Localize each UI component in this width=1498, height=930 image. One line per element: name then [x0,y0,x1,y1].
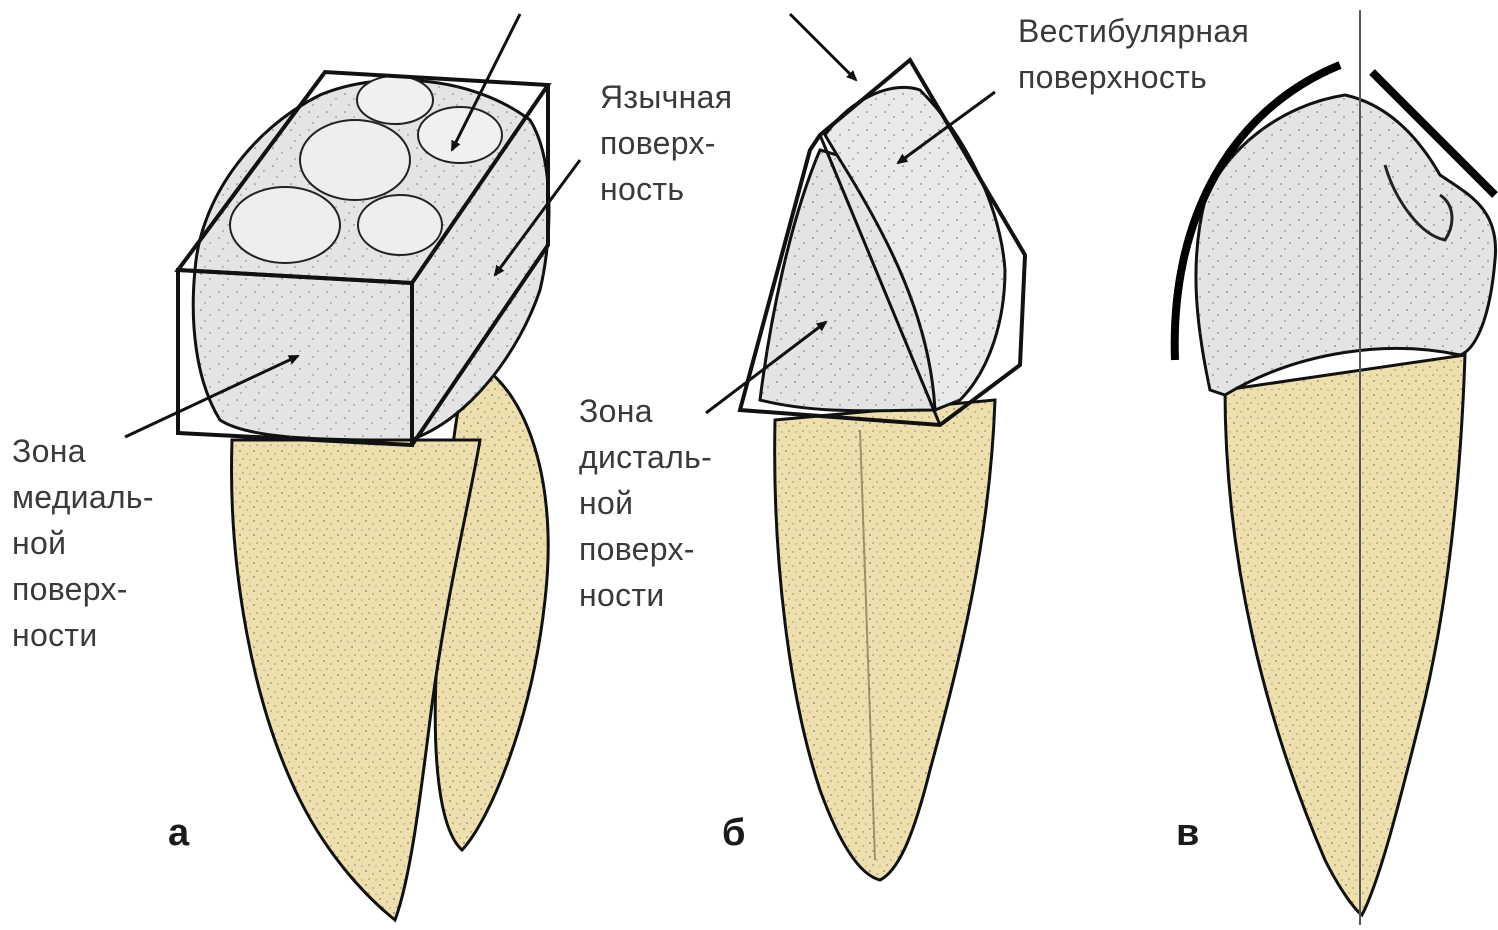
label-line: поверхность [1018,54,1249,100]
tooth-a [178,72,549,920]
label-distal-zone: Зона дисталь- ной поверх- ности [579,388,712,618]
label-line: поверх- [600,120,732,166]
label-line: ности [579,572,712,618]
tooth-c [1175,10,1496,925]
arrow-occlusal-b [790,14,856,80]
label-lingual-surface: Язычная поверх- ность [600,74,732,212]
label-line: поверх- [12,566,154,612]
label-line: ной [579,480,712,526]
label-line: Зона [12,428,154,474]
label-line: Зона [579,388,712,434]
panel-letter-c: в [1176,812,1199,855]
label-line: медиаль- [12,474,154,520]
label-line: поверх- [579,526,712,572]
panel-letter-a: а [168,812,189,855]
label-line: Язычная [600,74,732,120]
panel-letter-b: б [722,812,745,855]
label-line: ности [12,612,154,658]
label-line: ной [12,520,154,566]
label-line: Вестибулярная [1018,8,1249,54]
tooth-b [740,60,1025,880]
label-line: ность [600,166,732,212]
label-medial-zone: Зона медиаль- ной поверх- ности [12,428,154,658]
label-line: дисталь- [579,434,712,480]
label-vestibular-surface: Вестибулярная поверхность [1018,8,1249,100]
